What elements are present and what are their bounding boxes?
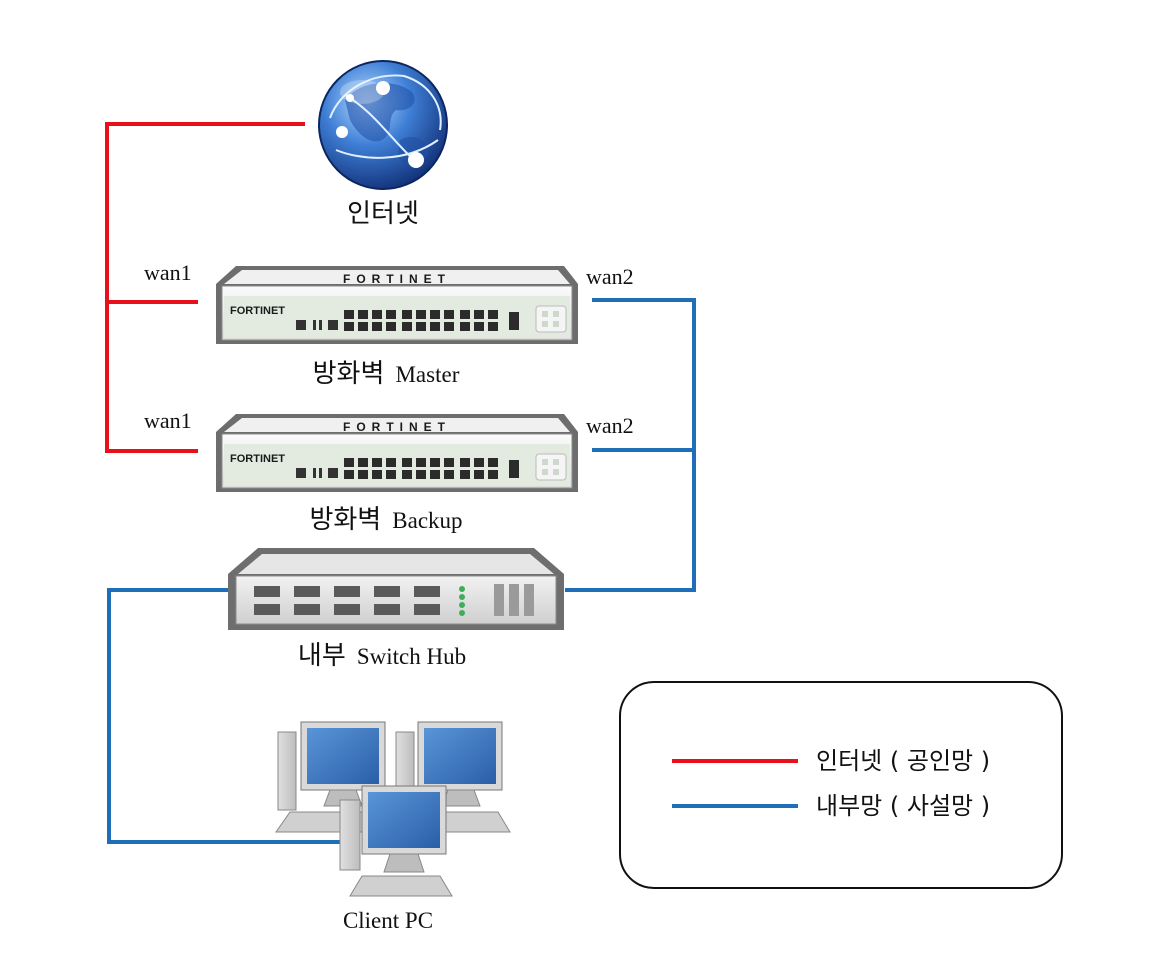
internal-link-wan2-bus bbox=[565, 298, 696, 592]
firewall-master-label: 방화벽 Master bbox=[313, 359, 460, 389]
internet-label: 인터넷 bbox=[347, 199, 419, 229]
globe-icon bbox=[318, 60, 448, 190]
firewall-master: FORTINET FORTINET bbox=[216, 266, 578, 344]
client-pc-label: Client PC bbox=[343, 908, 433, 933]
firewall-master-brand-small: FORTINET bbox=[230, 305, 285, 317]
firewall-backup-port-left: wan1 bbox=[144, 408, 192, 433]
switch-hub-label-ko: 내부 bbox=[298, 641, 346, 671]
legend: 인터넷 ( 공인망 ) 내부망 ( 사설망 ) bbox=[619, 681, 1063, 889]
internet-links bbox=[105, 122, 305, 453]
switch-hub-label-en: Switch Hub bbox=[357, 644, 466, 669]
internet-link-bus bbox=[105, 122, 305, 453]
firewall-backup-label-ko: 방화벽 bbox=[309, 505, 381, 535]
firewall-master-label-ko: 방화벽 bbox=[313, 359, 385, 389]
firewall-backup-label: 방화벽 Backup bbox=[309, 505, 462, 535]
legend-label-internet: 인터넷 ( 공인망 ) bbox=[816, 747, 990, 775]
switch-hub-label: 내부 Switch Hub bbox=[298, 641, 466, 671]
firewall-backup-brand-small: FORTINET bbox=[230, 453, 285, 465]
firewall-backup-port-right: wan2 bbox=[586, 413, 634, 438]
firewall-backup: FORTINET FORTINET bbox=[216, 414, 578, 492]
pc-back-left bbox=[275, 721, 393, 833]
firewall-master-port-left: wan1 bbox=[144, 260, 192, 285]
client-pc-icon bbox=[275, 721, 511, 897]
firewall-master-brand: FORTINET bbox=[343, 272, 451, 286]
internal-links bbox=[107, 298, 696, 844]
firewall-backup-label-en: Backup bbox=[392, 508, 462, 533]
switch-hub-icon bbox=[228, 548, 564, 630]
pc-front bbox=[339, 785, 453, 897]
legend-label-internal: 내부망 ( 사설망 ) bbox=[816, 792, 990, 820]
firewall-master-label-en: Master bbox=[395, 362, 459, 387]
internal-link-client bbox=[107, 588, 340, 844]
firewall-backup-brand: FORTINET bbox=[343, 420, 451, 434]
firewall-master-port-right: wan2 bbox=[586, 264, 634, 289]
legend-box bbox=[619, 681, 1063, 889]
